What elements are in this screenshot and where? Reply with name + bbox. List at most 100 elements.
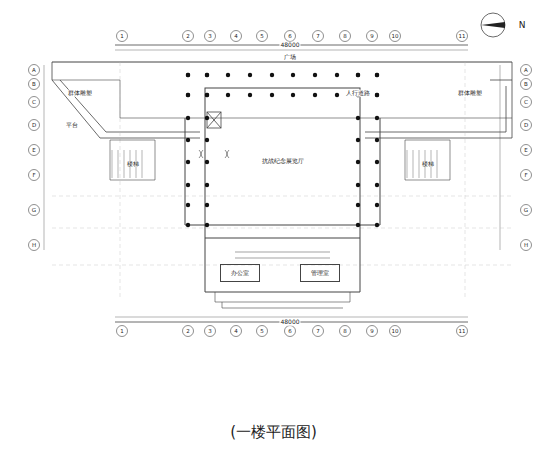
area-label: 群体雕塑 [67, 90, 93, 97]
column [186, 183, 190, 187]
axis-bubble [231, 31, 242, 42]
axis-number: 11 [458, 328, 467, 334]
axis-bubble [521, 79, 532, 90]
axis-number: 9 [369, 328, 375, 334]
axis-bubble [390, 31, 401, 42]
axis-number: F [523, 172, 528, 178]
axis-bubble [29, 79, 40, 90]
axis-number: 4 [233, 33, 239, 39]
axis-bubble [117, 326, 128, 337]
column [335, 73, 339, 77]
column [375, 223, 379, 227]
axis-bubble [457, 326, 468, 337]
column [186, 73, 190, 77]
area-label: 群体雕塑 [457, 90, 483, 97]
area-label: 人行道路 [345, 90, 371, 97]
axis-number: 7 [315, 33, 321, 39]
axis-bubble [313, 31, 324, 42]
axis-bubble [457, 31, 468, 42]
axis-number: 2 [185, 328, 191, 334]
axis-bubble [29, 205, 40, 216]
column [375, 93, 379, 97]
axis-number: A [31, 67, 37, 73]
column [356, 223, 360, 227]
axis-number: H [523, 242, 529, 248]
axis-number: 8 [342, 328, 348, 334]
axis-bubble [313, 326, 324, 337]
column [186, 116, 190, 120]
axis-number: 2 [185, 33, 191, 39]
axis-number: 3 [207, 328, 213, 334]
axis-bubble [205, 31, 216, 42]
column [375, 138, 379, 142]
column [356, 73, 360, 77]
column [270, 93, 274, 97]
axis-number: B [31, 81, 37, 87]
room-name: 楼梯 [421, 161, 435, 168]
room-box: 楼梯 [118, 158, 148, 170]
axis-number: 1 [119, 328, 125, 334]
elevator [207, 112, 221, 128]
column [205, 138, 209, 142]
column [205, 93, 209, 97]
axis-number: G [523, 207, 529, 213]
axis-number: 6 [287, 328, 293, 334]
axis-number: 5 [259, 328, 265, 334]
axis-number: G [31, 207, 37, 213]
axis-number: E [31, 147, 36, 153]
axis-bubble [29, 120, 40, 131]
room-box: 办公室 [220, 264, 260, 282]
axis-bubble [340, 326, 351, 337]
column [356, 160, 360, 164]
column [205, 203, 209, 207]
column [205, 93, 209, 97]
column [356, 138, 360, 142]
axis-number: F [31, 172, 36, 178]
north-label: N [518, 21, 527, 31]
column [335, 93, 339, 97]
column [375, 93, 379, 97]
ramp [52, 80, 200, 138]
axis-bubble [521, 205, 532, 216]
axis-bubble [521, 97, 532, 108]
axis-number: 9 [369, 33, 375, 39]
column [205, 116, 209, 120]
axis-number: 7 [315, 328, 321, 334]
column [313, 93, 317, 97]
entrance-block [205, 238, 360, 292]
caption: (一楼平面图) [0, 423, 547, 442]
column [248, 93, 252, 97]
column [313, 73, 317, 77]
axis-bubble [257, 31, 268, 42]
column [186, 93, 190, 97]
building-outline [185, 118, 380, 238]
axis-bubble [390, 326, 401, 337]
axis-number: 1 [119, 33, 125, 39]
axis-bubble [367, 31, 378, 42]
axis-number: 11 [458, 33, 467, 39]
column [186, 203, 190, 207]
exhibition-hall: 抗战纪念展览厅 [212, 102, 353, 220]
axis-number: 6 [287, 33, 293, 39]
axis-bubble [340, 31, 351, 42]
column [205, 73, 209, 77]
axis-bubble [521, 145, 532, 156]
axis-number: 3 [207, 33, 213, 39]
axis-bubble [117, 31, 128, 42]
column [375, 160, 379, 164]
axis-bubble [257, 326, 268, 337]
column [375, 203, 379, 207]
area-label: 平台 [65, 122, 79, 129]
room-name: 抗战纪念展览厅 [261, 158, 305, 165]
column [226, 73, 230, 77]
room-name: 楼梯 [126, 161, 140, 168]
axis-bubble [29, 240, 40, 251]
axis-bubble [367, 326, 378, 337]
axis-bubble [521, 65, 532, 76]
axis-number: C [523, 99, 529, 105]
axis-bubble [205, 326, 216, 337]
column [270, 73, 274, 77]
column [375, 183, 379, 187]
axis-bubble [29, 145, 40, 156]
